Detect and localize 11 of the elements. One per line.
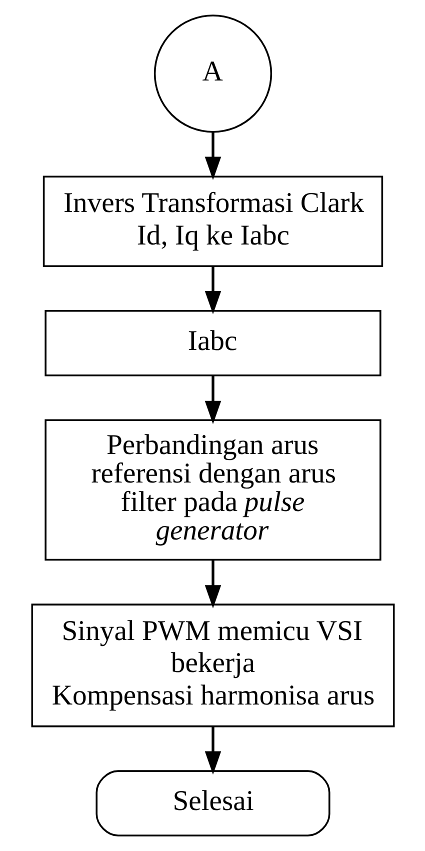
arrow <box>204 726 221 775</box>
node-box: Invers Transformasi Clark Id, Iq ke Iabc <box>42 176 383 268</box>
arrow <box>204 376 221 424</box>
node-box: Sinyal PWM memicu VSI bekerja Kompensasi harmonisa arus <box>30 604 394 728</box>
node-box: Iabc <box>44 310 381 376</box>
arrow <box>204 266 221 314</box>
node-box: Perbandingan arus referensi dengan arus filter pada pulse generator <box>44 419 381 561</box>
arrow <box>204 132 221 180</box>
arrow <box>204 560 221 608</box>
node-circle: A <box>153 14 272 133</box>
node-box: Selesai <box>95 770 330 836</box>
